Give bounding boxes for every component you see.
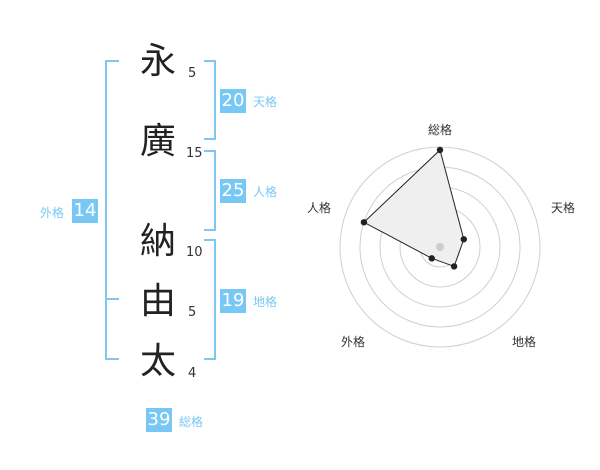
radar-point-chi: [450, 263, 458, 270]
radar-point-gai: [428, 255, 435, 262]
radar-point-so: [436, 146, 444, 154]
gaikaku-score: 14: [72, 199, 98, 223]
tenkaku-label: 天格: [253, 95, 278, 109]
stroke-count-2: 15: [186, 146, 203, 161]
radar-point-ten: [460, 236, 467, 243]
name-char-4: 由: [140, 281, 177, 322]
stroke-count-4: 5: [188, 305, 197, 320]
radar-label-chikaku: 地格: [512, 335, 537, 349]
radar-label-tenkaku: 天格: [551, 201, 576, 215]
name-char-3: 納: [140, 221, 177, 262]
chikaku-label: 地格: [253, 295, 278, 309]
radar-label-gaikaku: 外格: [341, 335, 366, 349]
stroke-count-1: 5: [188, 66, 197, 81]
radar-label-soukaku: 総格: [428, 123, 453, 137]
jinkaku-label: 人格: [253, 185, 278, 199]
tenkaku-score: 20: [220, 89, 246, 113]
radar-point-jin: [360, 219, 368, 226]
jinkaku-score: 25: [220, 179, 246, 203]
name-char-2: 廣: [140, 121, 177, 162]
name-char-5: 太: [140, 341, 177, 382]
radar-center-dot: [436, 243, 444, 251]
radar-label-jinkaku: 人格: [307, 201, 332, 215]
chikaku-score: 19: [220, 289, 246, 313]
soukaku-label: 総格: [179, 415, 204, 429]
radar-area: [363, 149, 465, 268]
name-char-1: 永: [140, 41, 177, 82]
gaikaku-label: 外格: [40, 206, 65, 220]
radar-points: [360, 146, 467, 270]
stroke-count-3: 10: [186, 245, 203, 260]
soukaku-score: 39: [146, 408, 172, 432]
stroke-count-5: 4: [188, 366, 197, 381]
